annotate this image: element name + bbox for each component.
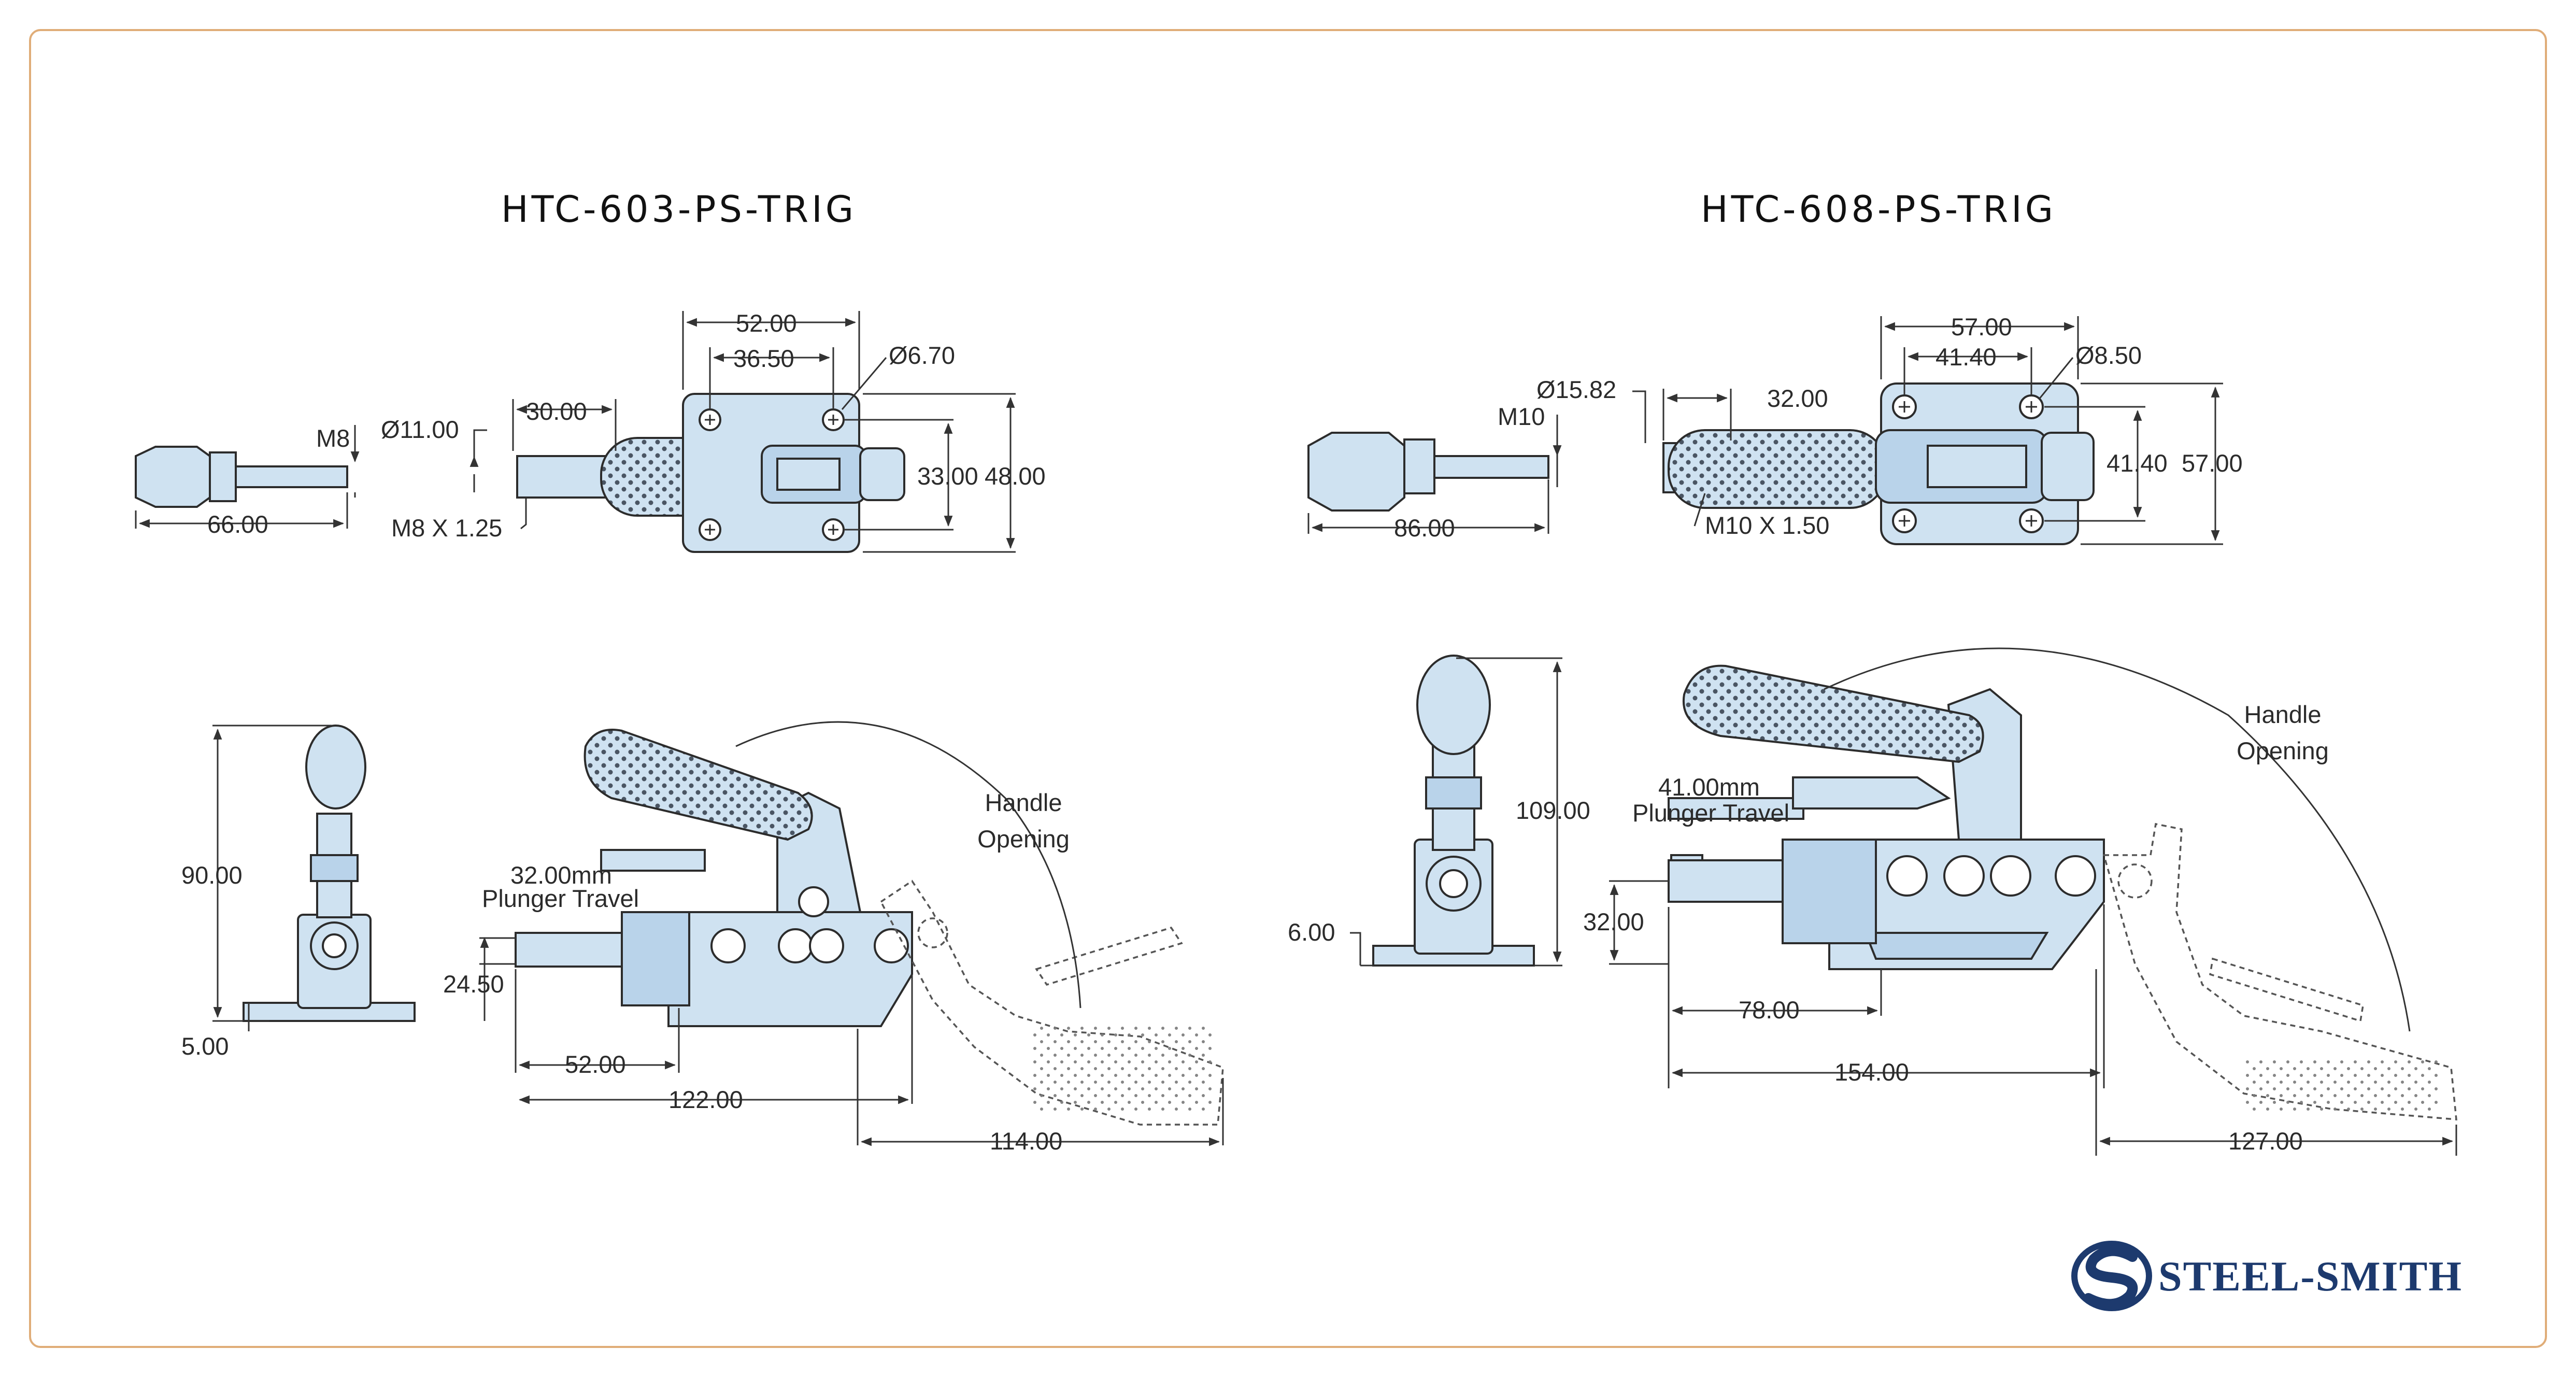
right-side-height: 109.00 [1516, 797, 1590, 824]
right-front-view [1609, 647, 2457, 1156]
right-handle-opening-line1: Handle [2244, 701, 2322, 728]
left-plunger-travel-label: Plunger Travel [482, 885, 639, 912]
left-handle-swing: 114.00 [990, 1127, 1062, 1155]
right-plunger-travel-label: Plunger Travel [1632, 799, 1789, 827]
right-hole-spacing-vertical: 41.40 [2107, 449, 2168, 477]
right-hole-spacing: 41.40 [1935, 343, 1997, 371]
right-base-width: 57.00 [1951, 313, 2012, 340]
left-front-view [479, 721, 1224, 1146]
left-hole-spacing-vertical: 33.00 [917, 462, 978, 490]
brand-name: STEEL-SMITH [2158, 1253, 2463, 1300]
right-plunger-extension: 32.00 [1767, 385, 1828, 412]
left-plunger-travel-value: 32.00mm [510, 861, 612, 889]
left-side-view [212, 725, 416, 1031]
left-bolt-length: 66.00 [207, 510, 268, 538]
left-model-title: HTC-603-PS-TRIG [501, 188, 857, 231]
right-hole-diameter: Ø8.50 [2075, 342, 2142, 369]
left-hole-diameter: Ø6.70 [889, 342, 955, 369]
left-handle-opening-line2: Opening [977, 825, 1070, 853]
left-hole-spacing: 36.50 [733, 345, 794, 372]
left-plunger-thread: M8 X 1.25 [391, 514, 502, 542]
left-axis-height: 24.50 [443, 970, 504, 998]
drawing-frame [29, 29, 2547, 1348]
left-plunger-diameter: Ø11.00 [381, 416, 459, 443]
right-side-view [1350, 655, 1562, 967]
left-base-width: 52.00 [736, 309, 797, 337]
right-bolt-thread: M10 [1498, 403, 1545, 430]
left-base-thickness: 5.00 [181, 1032, 229, 1060]
right-base-height: 57.00 [2182, 449, 2243, 477]
left-base-height: 48.00 [985, 462, 1046, 490]
left-top-view [135, 311, 1016, 553]
left-side-height: 90.00 [181, 861, 243, 889]
left-plunger-extension: 30.00 [526, 398, 587, 425]
right-bolt-length: 86.00 [1394, 514, 1455, 542]
right-plunger-thread: M10 X 1.50 [1705, 512, 1829, 539]
left-overall-length: 122.00 [668, 1086, 743, 1113]
right-base-thickness: 6.00 [1288, 918, 1335, 946]
right-plunger-diameter: Ø15.82 [1536, 376, 1616, 403]
right-top-view [1307, 316, 2223, 545]
right-handle-opening-line2: Opening [2237, 737, 2329, 764]
right-model-title: HTC-608-PS-TRIG [1701, 188, 2056, 231]
right-handle-swing: 127.00 [2228, 1127, 2303, 1155]
left-handle-opening-line1: Handle [985, 789, 1062, 816]
left-base-offset: 52.00 [565, 1051, 626, 1078]
steel-smith-logo: STEEL-SMITH [2071, 1241, 2463, 1311]
right-overall-length: 154.00 [1834, 1058, 1909, 1086]
right-plunger-travel-value: 41.00mm [1658, 773, 1760, 801]
right-axis-height: 32.00 [1583, 908, 1644, 935]
left-bolt-thread: M8 [316, 424, 350, 452]
right-base-offset: 78.00 [1739, 996, 1800, 1024]
